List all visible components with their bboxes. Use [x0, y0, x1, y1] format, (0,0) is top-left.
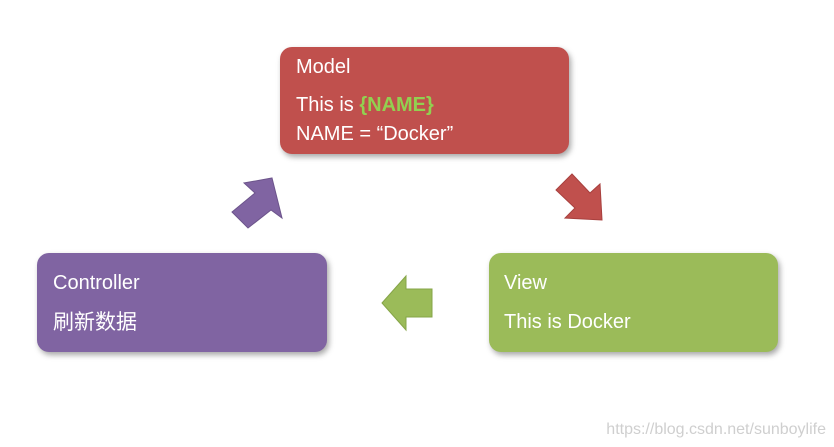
model-line-1: This is {NAME}: [296, 93, 434, 117]
controller-box: Controller 刷新数据: [37, 253, 327, 352]
model-box: Model This is {NAME} NAME = “Docker”: [280, 47, 569, 154]
view-box: View This is Docker: [489, 253, 778, 352]
view-title: View: [504, 272, 547, 294]
arrow-down-right-icon: [555, 173, 603, 221]
arrow-left-icon: [381, 274, 433, 332]
arrow-up-right-icon: [231, 177, 283, 229]
controller-title: Controller: [53, 272, 140, 294]
watermark-url: https://blog.csdn.net/sunboylife: [606, 421, 826, 438]
model-name-placeholder: {NAME}: [359, 94, 434, 116]
view-line-1: This is Docker: [504, 311, 631, 333]
model-line-2: NAME = “Docker”: [296, 123, 454, 145]
controller-line-1: 刷新数据: [53, 310, 137, 334]
model-line-1-prefix: This is: [296, 94, 360, 116]
model-title: Model: [296, 56, 351, 78]
